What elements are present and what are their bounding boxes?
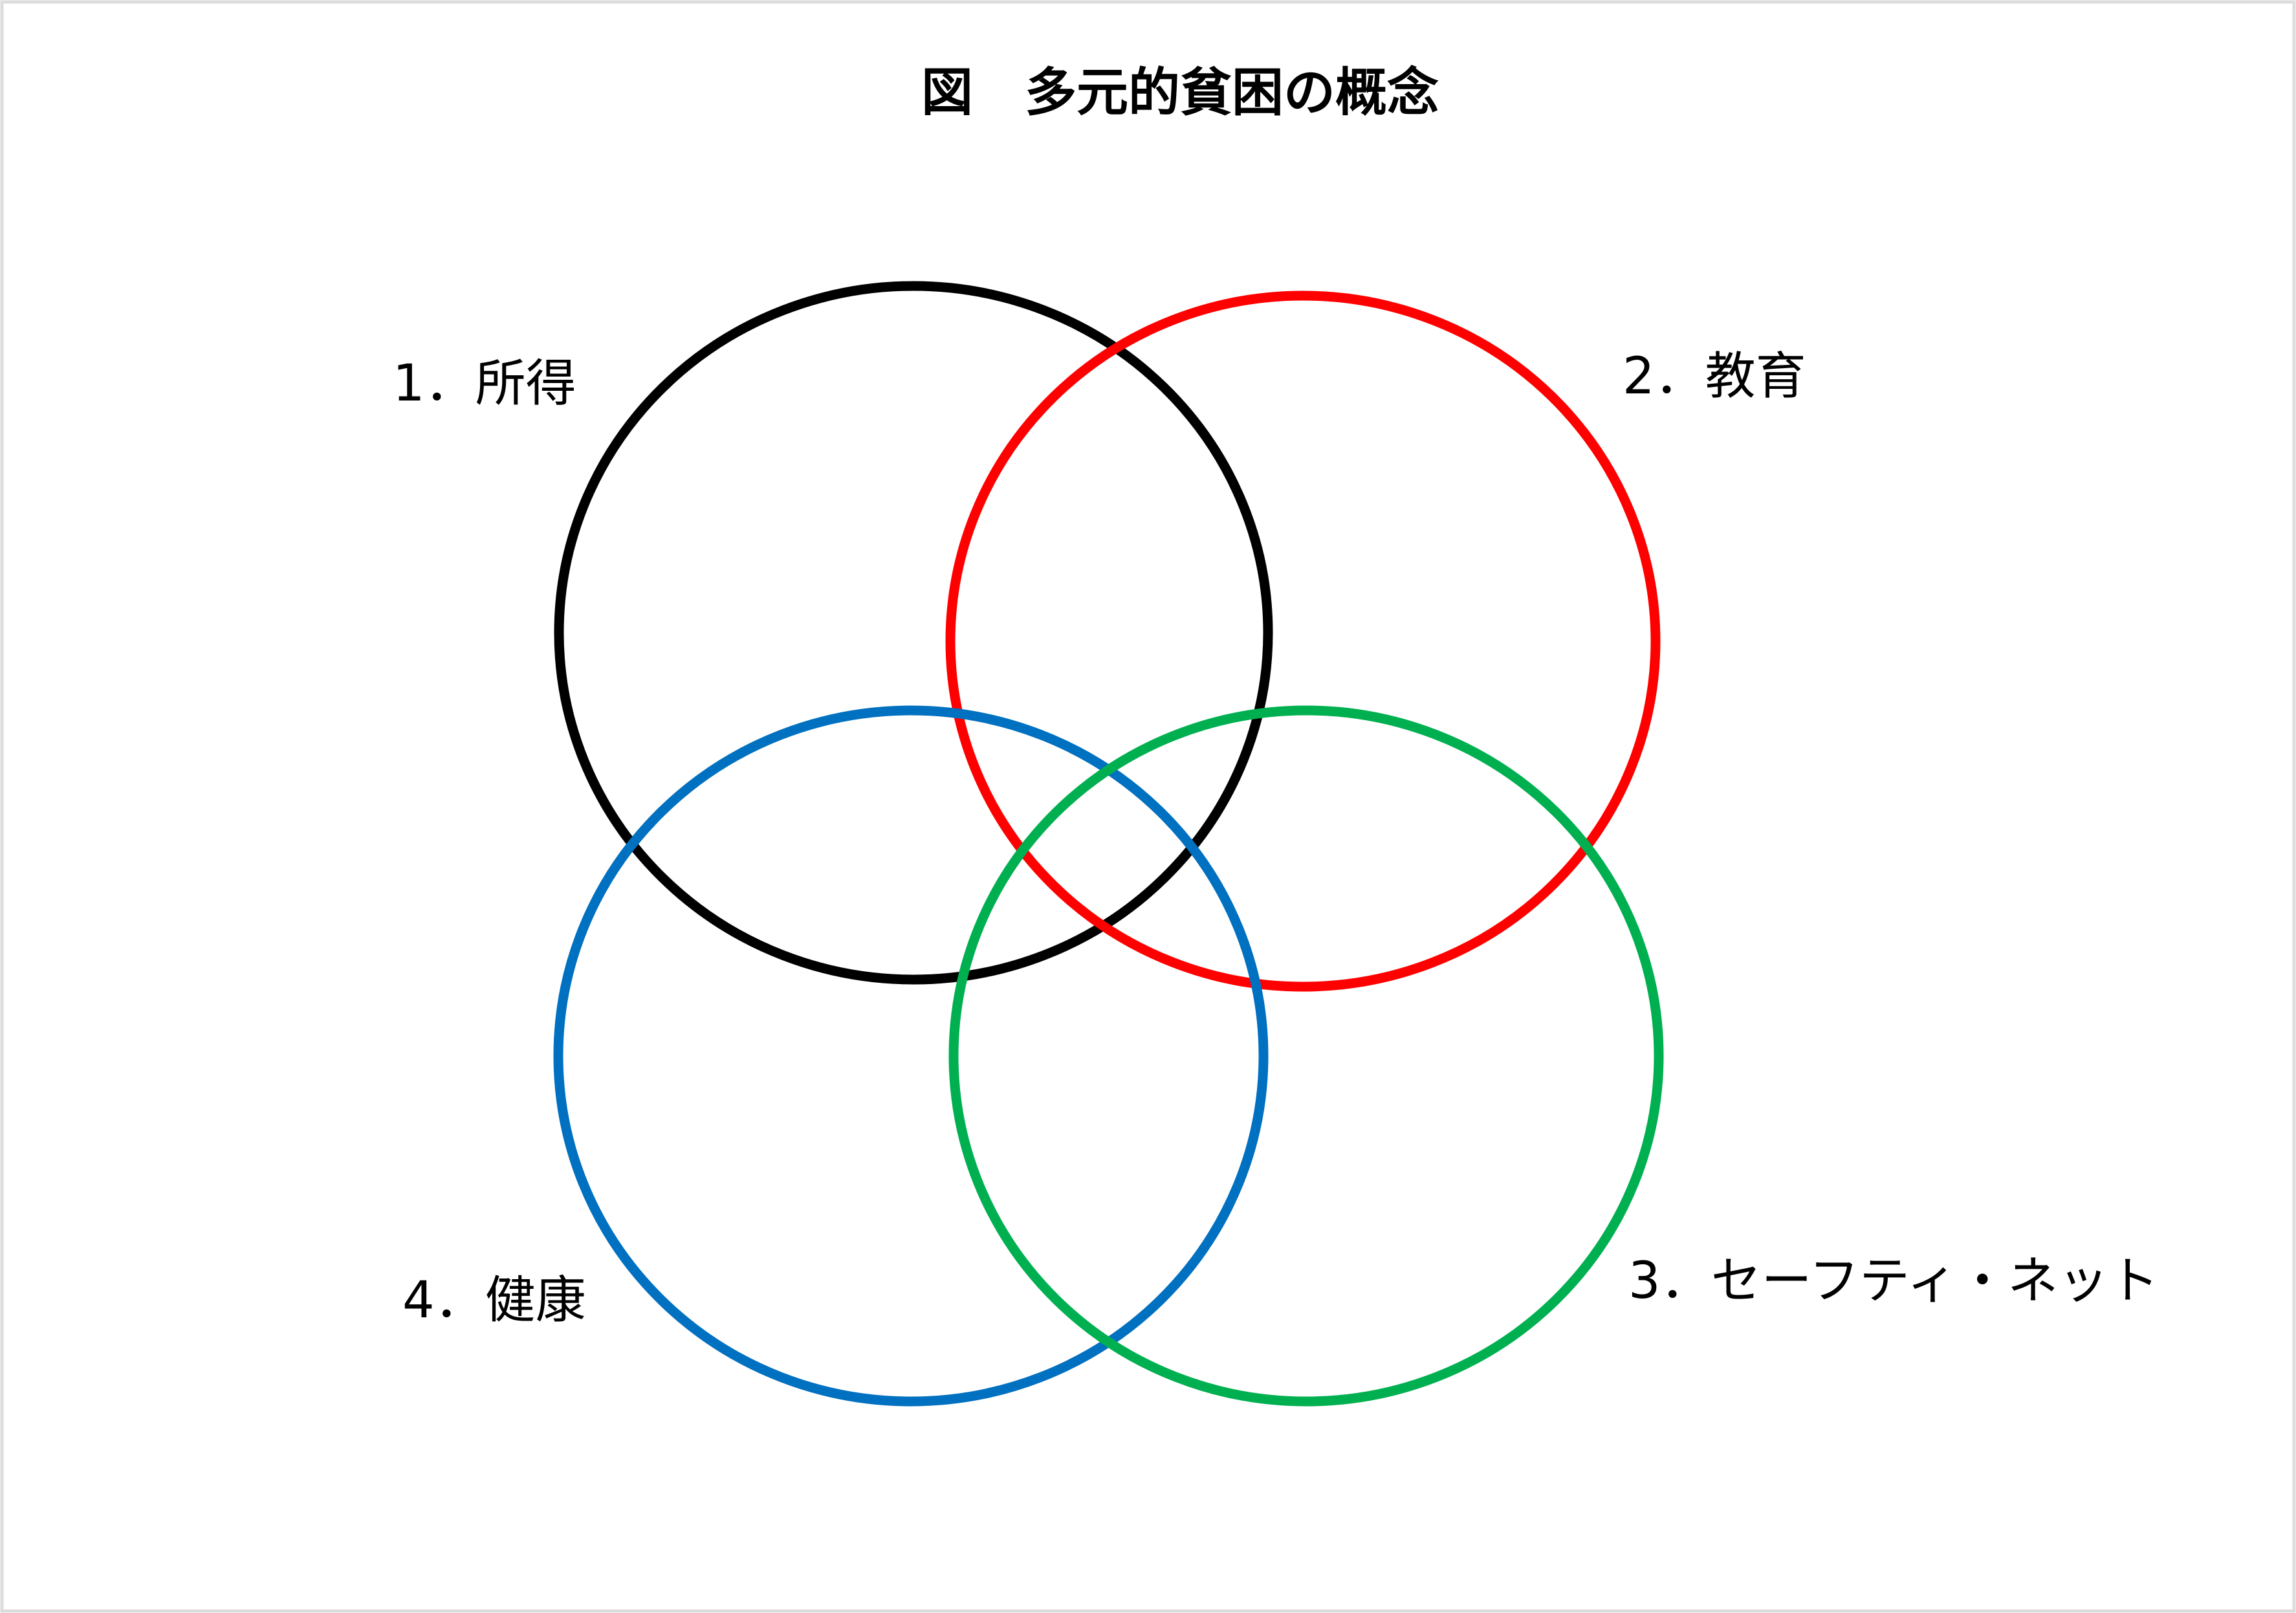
health-label: 4．健康 [402, 1271, 586, 1330]
health-circle [553, 705, 1269, 1407]
income-circle [554, 281, 1273, 985]
safety-net-label: 3．セーフティ・ネット [1628, 1252, 2159, 1310]
diagram-title: 図 多元的貧困の概念 [921, 63, 1439, 123]
education-circle [945, 291, 1661, 992]
education-label: 2．教育 [1623, 347, 1806, 406]
income-label: 1．所得 [393, 355, 576, 413]
safety-net-circle [948, 705, 1664, 1407]
